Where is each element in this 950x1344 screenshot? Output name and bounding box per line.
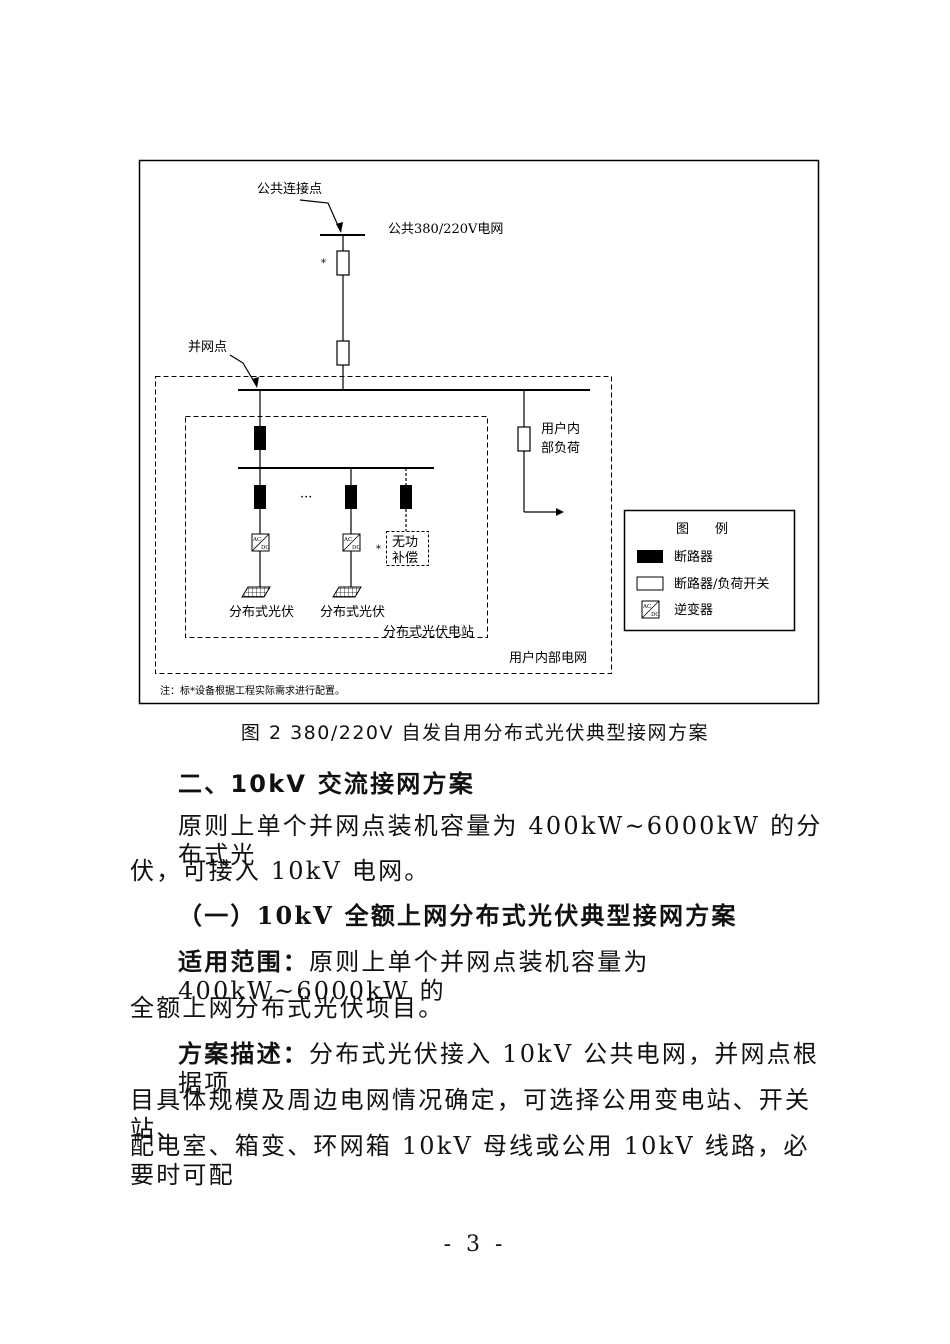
scheme-line1: 方案描述：分布式光伏接入 10kV 公共电网，并网点根据项: [178, 1039, 838, 1098]
svg-text:AC: AC: [343, 537, 352, 543]
asterisk-mark: *: [321, 258, 326, 269]
pv-panel-2: [332, 586, 362, 598]
para1-line2: 伏，可接入 10kV 电网。: [130, 857, 431, 885]
reactive-label-line2: 补偿: [392, 551, 418, 566]
pv-label-2: 分布式光伏: [320, 605, 385, 620]
svg-text:DC: DC: [352, 545, 361, 551]
legend-breaker-symbol: [637, 550, 663, 563]
grid-connection-diagram: 公共连接点 公共380/220V电网 * 用户内部电网 并网点 用户内 部负荷 …: [138, 159, 820, 705]
section-heading: 二、10kV 交流接网方案: [178, 770, 475, 798]
scope-line2: 全额上网分布式光伏项目。: [130, 994, 445, 1022]
scope-text-1: 原则上单个并网点装机容量为 400kW~6000kW 的: [178, 948, 650, 1005]
user-load-arrow: [556, 508, 564, 516]
svg-text:AC: AC: [642, 604, 651, 610]
scheme-line2: 目具体规模及周边电网情况确定，可选择公用变电站、开关站、: [130, 1086, 812, 1143]
diagram-frame: [138, 159, 820, 705]
reactive-label-line1: 无功: [392, 535, 418, 550]
page-number: - 3 -: [443, 1232, 507, 1257]
inverter-1: AC DC: [251, 533, 270, 552]
user-grid-label: 用户内部电网: [509, 650, 587, 666]
scheme-line3: 配电室、箱变、环网箱 10kV 母线或公用 10kV 线路，必要时可配: [130, 1132, 810, 1189]
svg-text:DC: DC: [651, 612, 660, 618]
breaker-branch-2: [345, 485, 357, 509]
load-switch-lower: [336, 340, 350, 366]
legend-title: 图 例: [676, 522, 728, 537]
legend-load-switch-label: 断路器/负荷开关: [674, 576, 769, 592]
figure-caption: 图 2 380/220V 自发自用分布式光伏典型接网方案: [240, 722, 710, 744]
pv-station-boundary: [185, 416, 488, 638]
user-load-label-line1: 用户内: [541, 421, 580, 437]
svg-text:DC: DC: [261, 545, 270, 551]
breaker-branch-reactive: [400, 485, 412, 509]
breaker-feeder: [254, 426, 266, 450]
subsection-heading: （一）10kV 全额上网分布式光伏典型接网方案: [178, 901, 738, 930]
scheme-text-1: 分布式光伏接入 10kV 公共电网，并网点根据项: [178, 1040, 820, 1097]
inverter-2: AC DC: [342, 533, 361, 552]
load-switch-user-load: [517, 426, 531, 452]
public-connection-point-label: 公共连接点: [257, 181, 322, 197]
grid-connection-point-label: 并网点: [188, 340, 227, 355]
diagram-note: 注：标*设备根据工程实际需求进行配置。: [160, 684, 345, 697]
legend-box: [623, 509, 796, 632]
legend-breaker-label: 断路器: [674, 549, 713, 565]
public-grid-label: 公共380/220V电网: [388, 222, 503, 237]
legend-load-switch-symbol: [636, 576, 664, 591]
scheme-label: 方案描述：: [178, 1039, 309, 1068]
svg-text:AC: AC: [252, 537, 261, 543]
pv-panel-1: [241, 586, 271, 598]
branch-ellipsis: ···: [300, 490, 312, 505]
legend-inverter-symbol: AC DC: [641, 600, 660, 619]
scope-label: 适用范围：: [178, 947, 309, 976]
public-point-arrow: [299, 199, 341, 231]
breaker-branch-1: [254, 485, 266, 509]
load-switch-upper: [336, 250, 350, 276]
user-load-label-line2: 部负荷: [541, 441, 580, 456]
asterisk-mark-reactive: *: [376, 544, 381, 555]
reactive-compensation-box: [386, 531, 429, 566]
scope-line1: 适用范围：原则上单个并网点装机容量为 400kW~6000kW 的: [178, 947, 838, 1006]
para1-line1: 原则上单个并网点装机容量为 400kW~6000kW 的分布式光: [178, 812, 823, 869]
user-grid-boundary: [155, 376, 612, 674]
pv-label-1: 分布式光伏: [229, 605, 294, 620]
legend-inverter-label: 逆变器: [674, 602, 713, 618]
pv-station-label: 分布式光伏电站: [383, 625, 474, 640]
